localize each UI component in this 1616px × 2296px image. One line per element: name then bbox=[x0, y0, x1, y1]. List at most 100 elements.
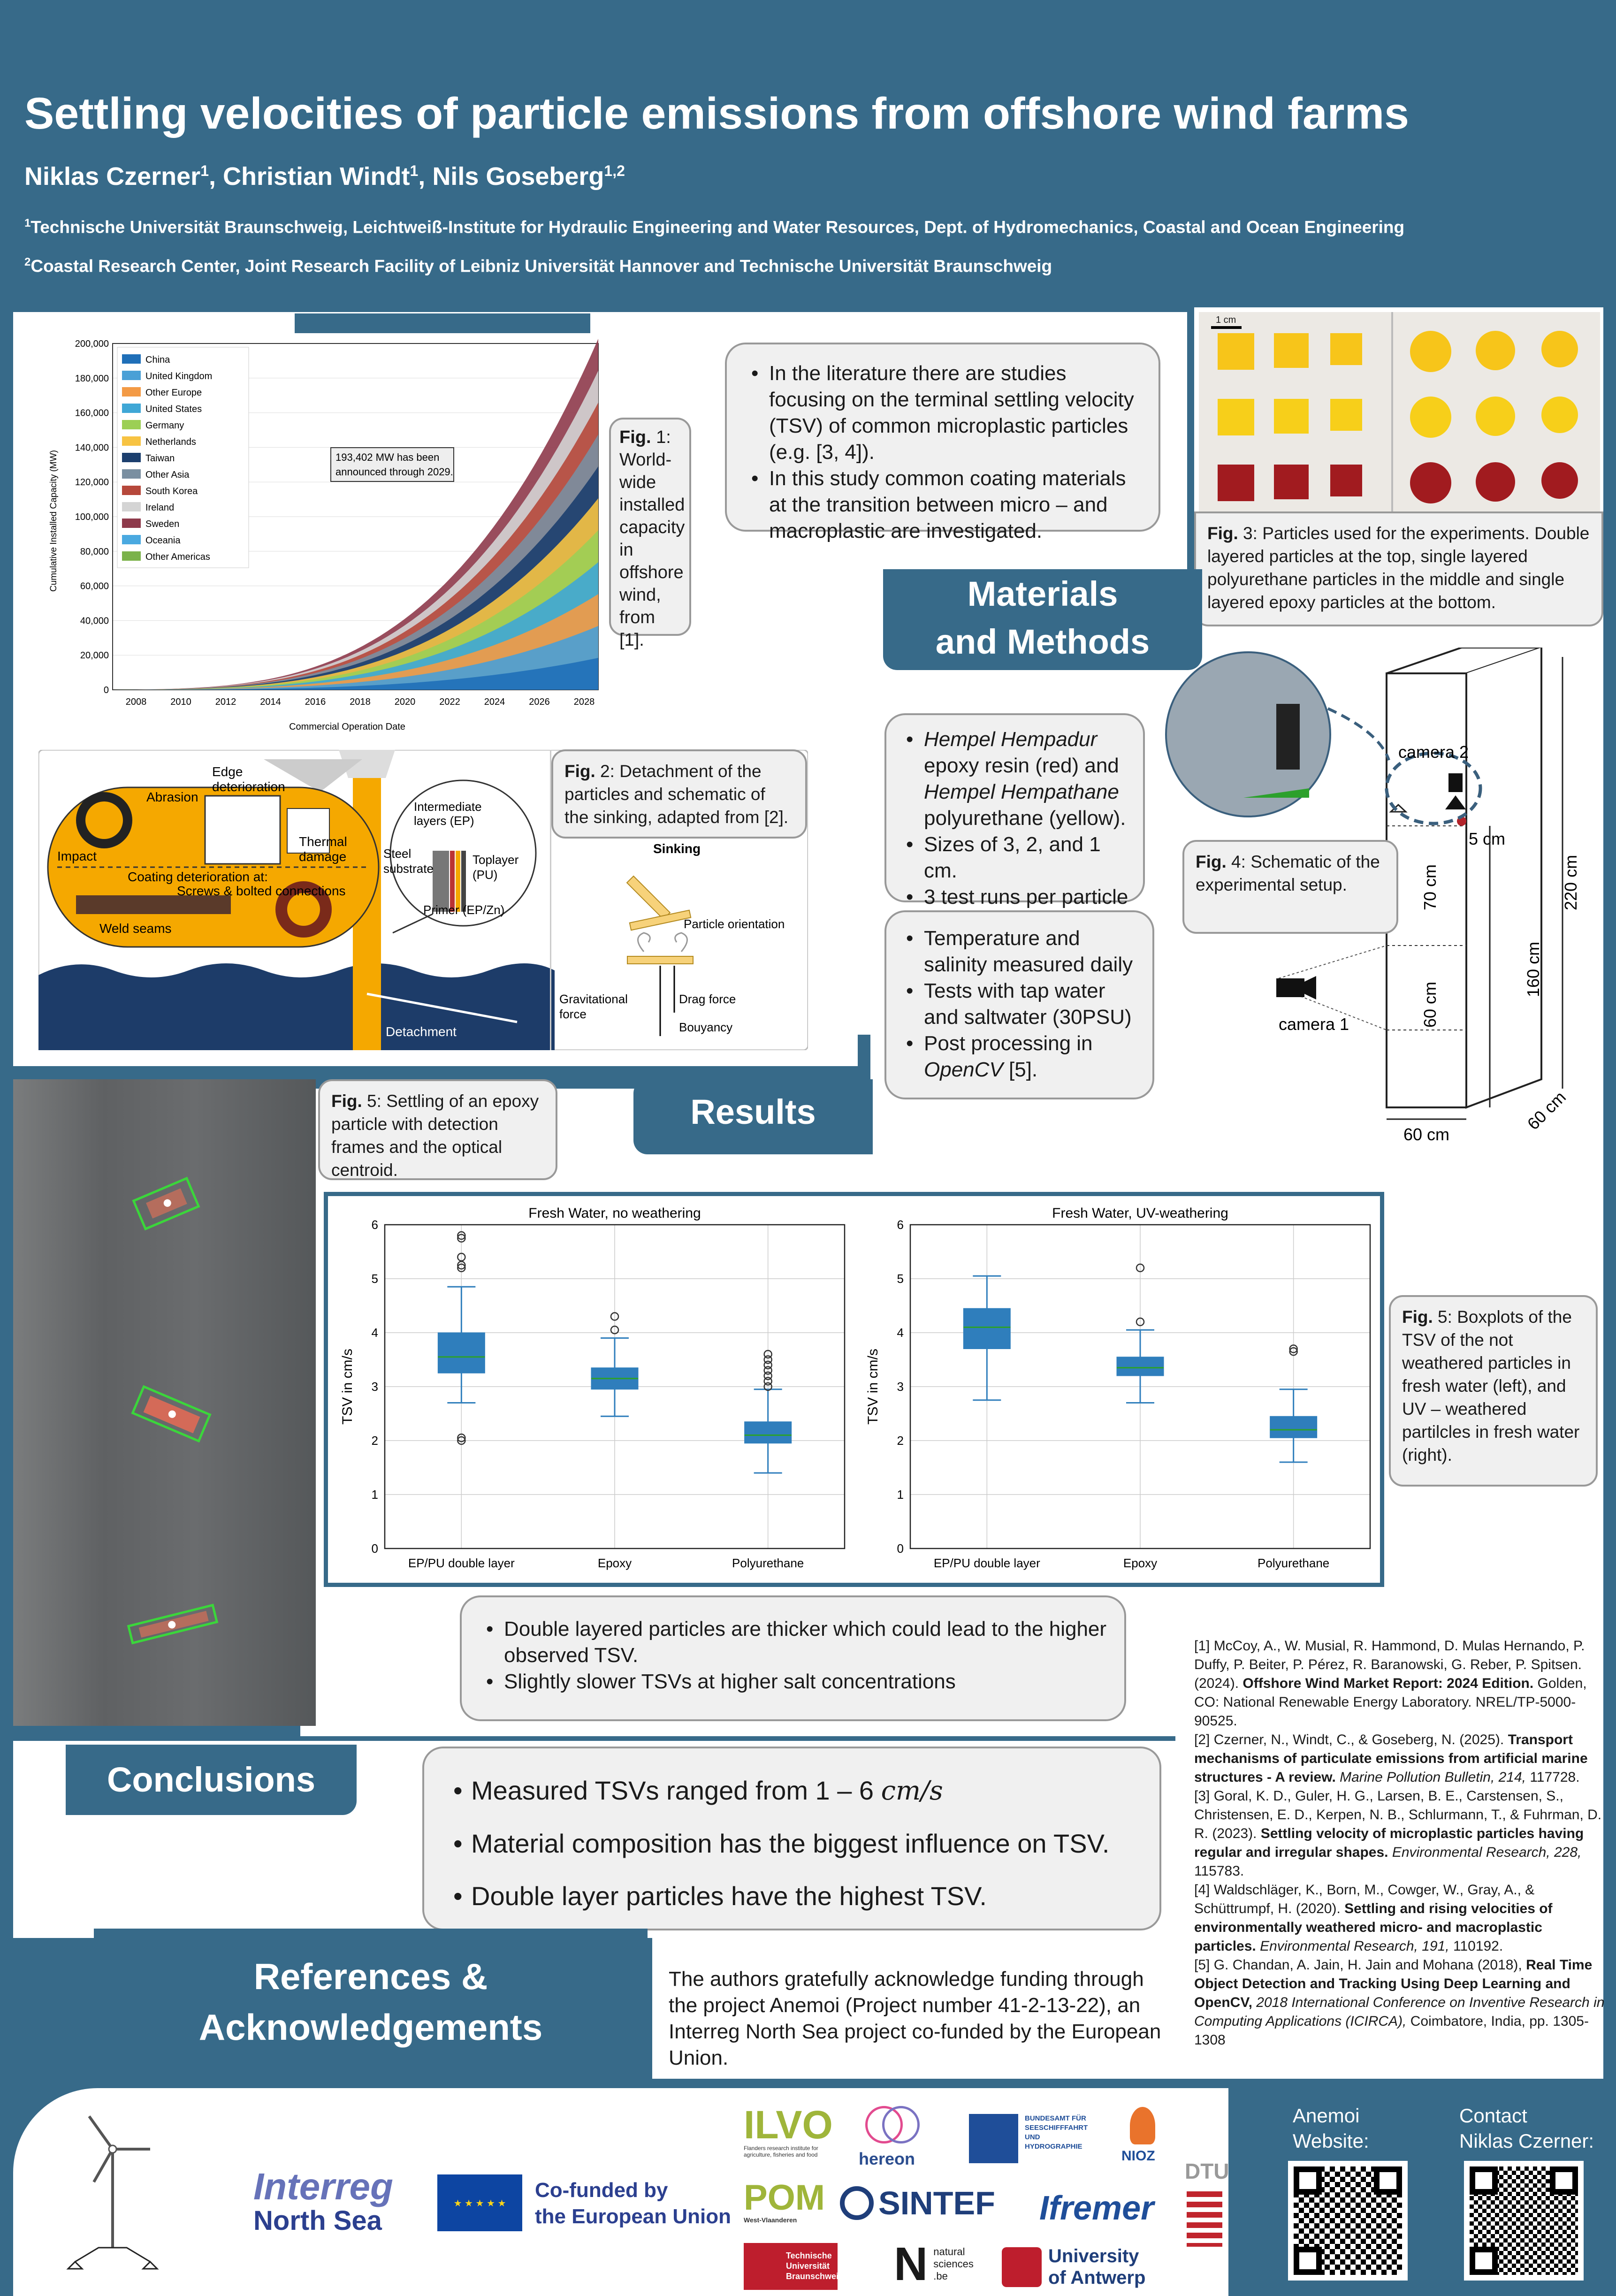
fig1-legend-label: United States bbox=[145, 404, 202, 414]
fig1-ytick: 160,000 bbox=[75, 408, 109, 419]
antwerp-logo: University of Antwerp bbox=[1002, 2245, 1145, 2288]
boxplot-xtick: EP/PU double layer bbox=[934, 1556, 1040, 1570]
fig4-camera1-label: camera 1 bbox=[1279, 1015, 1349, 1034]
fig4-60cm-depth-label: 60 cm bbox=[1524, 1087, 1570, 1133]
fig2-caption: Fig. 2: Detachment of the particles and … bbox=[551, 749, 807, 839]
particle-square bbox=[1218, 399, 1254, 435]
contact-qr-code[interactable] bbox=[1464, 2161, 1584, 2281]
anemoi-qr-code[interactable] bbox=[1288, 2161, 1408, 2281]
fig1-ytick: 180,000 bbox=[75, 374, 109, 384]
fig1-legend-swatch bbox=[122, 502, 141, 511]
fig1-ytick: 60,000 bbox=[80, 581, 109, 592]
fig1-legend-label: Other Europe bbox=[145, 388, 202, 398]
fig1-legend-swatch bbox=[122, 469, 141, 479]
boxplot-ytick: 5 bbox=[897, 1272, 904, 1286]
methods-bullet-opencv: Post processing in OpenCV [5]. bbox=[896, 1030, 1143, 1083]
conclusion-bullet-1: Measured TSVs ranged from 1 – 6 cm/s bbox=[443, 1764, 1141, 1817]
fig1-legend-swatch bbox=[122, 486, 141, 495]
boxplot-ytick: 4 bbox=[897, 1326, 904, 1340]
fig4-caption: Fig. 4: Schematic of the experimental se… bbox=[1182, 840, 1398, 934]
particle-disc bbox=[1476, 331, 1515, 370]
box-flier bbox=[457, 1234, 466, 1243]
fig1-xtick: 2012 bbox=[215, 697, 236, 707]
fig1-legend-swatch bbox=[122, 453, 141, 462]
boxplot-ytick: 3 bbox=[372, 1380, 378, 1394]
hereon-logo: hereon bbox=[859, 2102, 929, 2173]
fig2-detachment-label: Detachment bbox=[386, 1024, 457, 1039]
fig1-ytick: 40,000 bbox=[80, 616, 109, 626]
fig4-220cm-label: 220 cm bbox=[1561, 855, 1580, 910]
fig3-scale-bar bbox=[1211, 326, 1242, 329]
boxplot-ylabel: TSV in cm/s bbox=[865, 1349, 881, 1425]
references-heading: References & Acknowledgements bbox=[94, 1929, 648, 2079]
fig1-annotation-line2: announced through 2029. bbox=[335, 466, 453, 478]
author-3: Nils Goseberg bbox=[432, 162, 604, 191]
fig1-xtick: 2010 bbox=[170, 697, 191, 707]
intro-bullet-1: In the literature there are studies focu… bbox=[741, 360, 1144, 465]
particle-square bbox=[1274, 465, 1309, 499]
ack-panel bbox=[652, 1938, 1175, 2079]
fig1-ytick: 140,000 bbox=[75, 442, 109, 453]
box-flier bbox=[763, 1360, 772, 1370]
fig1-legend-label: Other Americas bbox=[145, 552, 210, 562]
fig5a-caption: Fig. 5: Settling of an epoxy particle wi… bbox=[318, 1079, 557, 1180]
particle-frame-2 bbox=[131, 1385, 212, 1443]
fig1-area bbox=[113, 626, 598, 690]
fig2-thermal-label: Thermal bbox=[299, 834, 347, 849]
fig1-legend-swatch bbox=[122, 535, 141, 544]
conclusion-bullet-3: Double layer particles have the highest … bbox=[443, 1870, 1141, 1922]
conclusions-heading: Conclusions bbox=[66, 1745, 357, 1815]
box-iqr bbox=[437, 1332, 485, 1373]
fig1-xtick: 2024 bbox=[484, 697, 505, 707]
fig2-drag-label: Drag force bbox=[679, 992, 736, 1006]
box-flier bbox=[1289, 1344, 1298, 1353]
fig1-xlabel: Commercial Operation Date bbox=[289, 722, 405, 732]
results-heading: Results bbox=[633, 1079, 873, 1154]
references-list: [1] McCoy, A., W. Musial, R. Hammond, D.… bbox=[1194, 1637, 1607, 2050]
anemoi-website-label: Anemoi Website: bbox=[1293, 2105, 1369, 2152]
box-flier bbox=[610, 1312, 619, 1321]
boxplot-xtick: Epoxy bbox=[1123, 1556, 1157, 1570]
particle-square bbox=[1218, 465, 1254, 501]
nioz-logo: NIOZ bbox=[1121, 2107, 1164, 2168]
affiliation-1: 1Technische Universität Braunschweig, Le… bbox=[24, 217, 1405, 237]
methods-bullets-2: Temperature and salinity measured daily … bbox=[884, 910, 1154, 1099]
fig3-divider bbox=[1391, 312, 1393, 517]
acknowledgement-text: The authors gratefully acknowledge fundi… bbox=[669, 1968, 1161, 2069]
boxplot-ytick: 0 bbox=[372, 1541, 378, 1556]
box-flier bbox=[763, 1382, 772, 1391]
results-bullet-2: Slightly slower TSVs at higher salt conc… bbox=[476, 1669, 1110, 1695]
fig1-legend-label: South Korea bbox=[145, 486, 198, 496]
box-flier bbox=[1136, 1317, 1145, 1327]
fig1-legend-label: Taiwan bbox=[145, 453, 175, 464]
box-iqr bbox=[744, 1421, 792, 1444]
fig1-legend-swatch bbox=[122, 371, 141, 380]
fig5-settling-photo bbox=[13, 1079, 316, 1726]
poster-title: Settling velocities of particle emission… bbox=[24, 89, 1409, 138]
fig1-ytick: 0 bbox=[104, 685, 109, 695]
particle-square bbox=[1330, 333, 1362, 365]
box-flier bbox=[763, 1355, 772, 1364]
fig5b-caption: Fig. 5: Boxplots of the TSV of the not w… bbox=[1389, 1295, 1598, 1487]
conclusion-bullet-2: Material composition has the biggest inf… bbox=[443, 1817, 1141, 1870]
fig1-caption: Fig. 1: World-wide installed capacity in… bbox=[609, 418, 691, 650]
boxplot-frame bbox=[324, 1192, 1384, 1587]
reference-item: [4] Waldschläger, K., Born, M., Cowger, … bbox=[1194, 1882, 1553, 1954]
fig1-legend-swatch bbox=[122, 420, 141, 429]
conclusion-bullets: Measured TSVs ranged from 1 – 6 cm/s Mat… bbox=[422, 1747, 1161, 1930]
fig1-legend-label: China bbox=[145, 355, 170, 365]
particle-square bbox=[1218, 333, 1254, 370]
fig1-area bbox=[113, 658, 598, 690]
box-flier bbox=[457, 1263, 466, 1273]
intro-bullets: In the literature there are studies focu… bbox=[725, 343, 1160, 542]
fig2-buoyancy-label: Bouyancy bbox=[679, 1020, 732, 1034]
boxplot-ytick: 6 bbox=[372, 1218, 378, 1232]
fig2-edge-label: Edge bbox=[212, 764, 243, 779]
fig2-sinking-label: Sinking bbox=[653, 841, 701, 856]
fig1-legend-swatch bbox=[122, 436, 141, 446]
reference-item: [2] Czerner, N., Windt, C., & Goseberg, … bbox=[1194, 1732, 1588, 1785]
fig1-legend-label: United Kingdom bbox=[145, 371, 212, 381]
box-flier bbox=[763, 1366, 772, 1375]
fig1-legend-label: Netherlands bbox=[145, 437, 196, 447]
